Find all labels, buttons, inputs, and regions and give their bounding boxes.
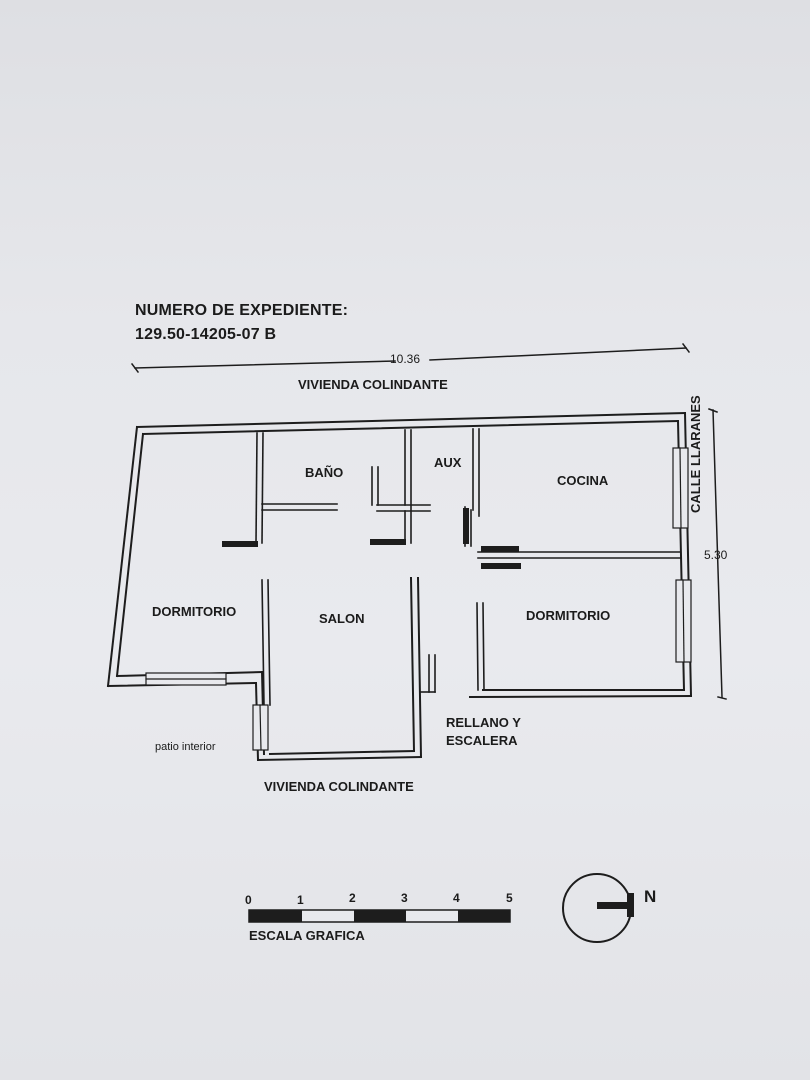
street-label: CALLE LLARANES xyxy=(688,395,703,513)
scale-tick: 0 xyxy=(245,893,252,907)
stairs-label-line1: RELLANO Y xyxy=(446,715,521,730)
room-kitchen: COCINA xyxy=(557,473,609,488)
windows xyxy=(145,447,692,751)
stairs-label-line2: ESCALERA xyxy=(446,733,518,748)
width-dimension-line xyxy=(130,342,691,374)
room-bath: BAÑO xyxy=(305,465,344,480)
file-number: 129.50-14205-07 B xyxy=(135,326,277,343)
room-bedroom-right: DORMITORIO xyxy=(526,608,611,623)
room-living: SALON xyxy=(319,611,365,626)
width-dimension: 10.36 xyxy=(390,352,421,366)
file-title: NUMERO DE EXPEDIENTE: xyxy=(135,302,349,319)
depth-dimension-line xyxy=(708,408,727,700)
room-aux: AUX xyxy=(434,455,462,470)
room-bedroom-left: DORMITORIO xyxy=(152,604,237,619)
outer-walls xyxy=(106,411,693,762)
scale-title: ESCALA GRAFICA xyxy=(249,928,365,943)
door-marks xyxy=(222,508,521,569)
scale-segment xyxy=(458,910,510,922)
neighbor-bottom-label: VIVIENDA COLINDANTE xyxy=(264,779,414,794)
scale-segment xyxy=(249,910,302,922)
scale-tick: 4 xyxy=(453,891,460,905)
patio-label: patio interior xyxy=(155,741,216,753)
north-compass xyxy=(562,873,634,943)
scale-tick: 1 xyxy=(297,893,304,907)
neighbor-top-label: VIVIENDA COLINDANTE xyxy=(298,377,448,392)
scale-tick: 5 xyxy=(506,891,513,905)
depth-dimension: 5.30 xyxy=(704,548,728,562)
scale-segment xyxy=(354,910,406,922)
scale-tick: 3 xyxy=(401,891,408,905)
north-label: N xyxy=(644,887,657,906)
scale-bar xyxy=(248,909,511,923)
scale-tick: 2 xyxy=(349,891,356,905)
